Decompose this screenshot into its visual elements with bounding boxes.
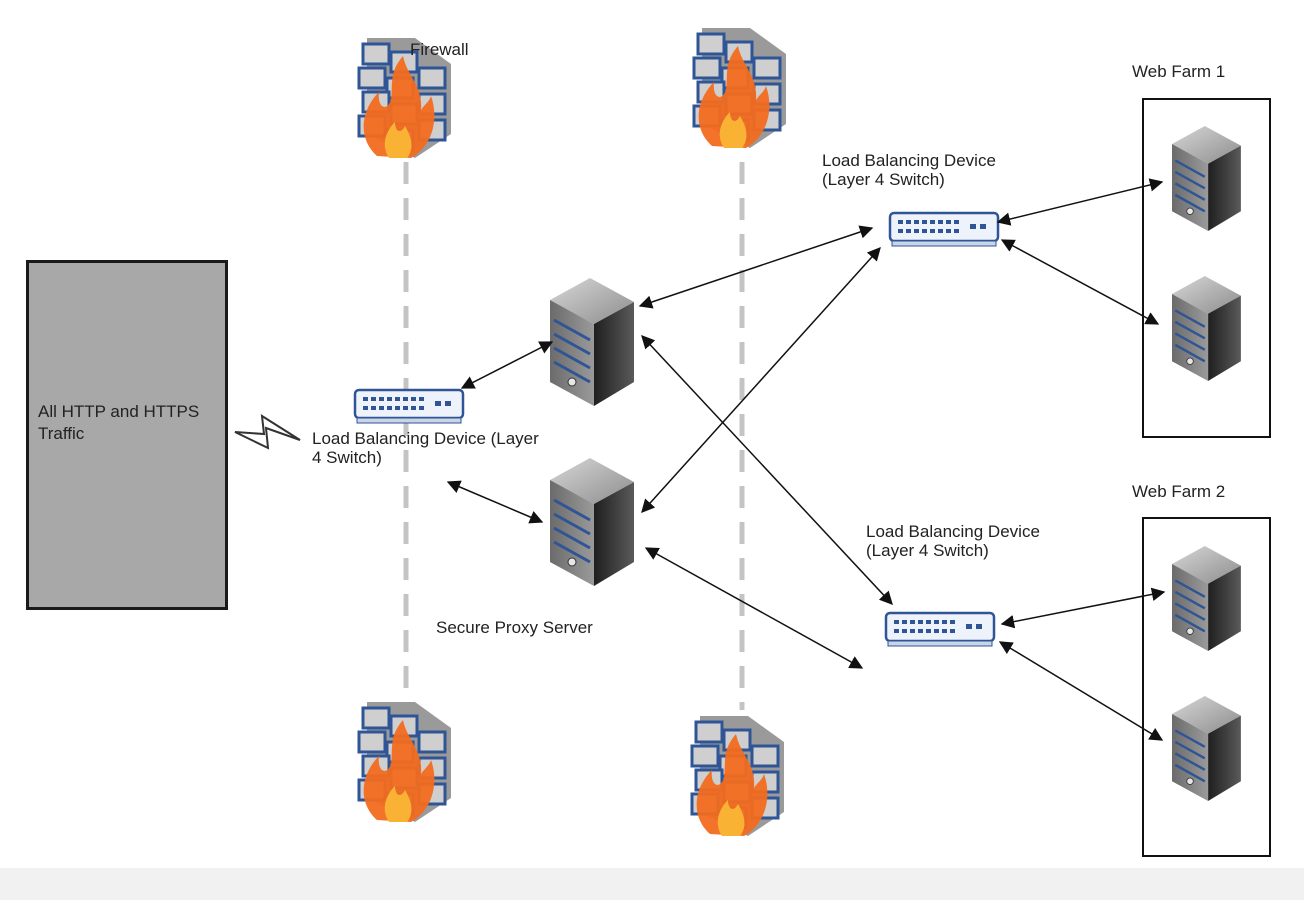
web-farm-2-box — [1142, 517, 1271, 857]
connector — [460, 341, 554, 389]
firewall-label: Firewall — [410, 40, 469, 59]
firewall-icon — [357, 700, 453, 824]
switch-icon — [884, 611, 996, 648]
proxy-server-label: Secure Proxy Server — [436, 618, 593, 637]
farm2-load-balancer-label: Load Balancing Device (Layer 4 Switch) — [866, 522, 1040, 560]
connector — [638, 225, 874, 309]
connector — [996, 178, 1164, 226]
web-farm-2-title: Web Farm 2 — [1132, 482, 1226, 501]
traffic-source-box: All HTTP and HTTPS Traffic — [26, 260, 228, 610]
connector — [644, 547, 864, 669]
connector — [1000, 239, 1160, 325]
connector — [1000, 587, 1166, 629]
traffic-source-label: All HTTP and HTTPS Traffic — [38, 402, 200, 443]
server-icon — [548, 456, 636, 588]
server-icon — [548, 276, 636, 408]
firewall-icon — [690, 714, 786, 838]
connector — [998, 641, 1164, 741]
connector — [641, 246, 881, 514]
footer-band — [0, 868, 1304, 900]
switch-icon — [353, 388, 465, 425]
web-farm-1-box — [1142, 98, 1271, 438]
lightning-icon — [234, 414, 301, 450]
switch-icon — [888, 211, 1000, 248]
connector — [446, 480, 544, 524]
front-load-balancer-label: Load Balancing Device (Layer 4 Switch) — [312, 429, 539, 467]
firewall-icon — [692, 26, 788, 150]
web-farm-1-title: Web Farm 1 — [1132, 62, 1226, 81]
farm1-load-balancer-label: Load Balancing Device (Layer 4 Switch) — [822, 151, 996, 189]
